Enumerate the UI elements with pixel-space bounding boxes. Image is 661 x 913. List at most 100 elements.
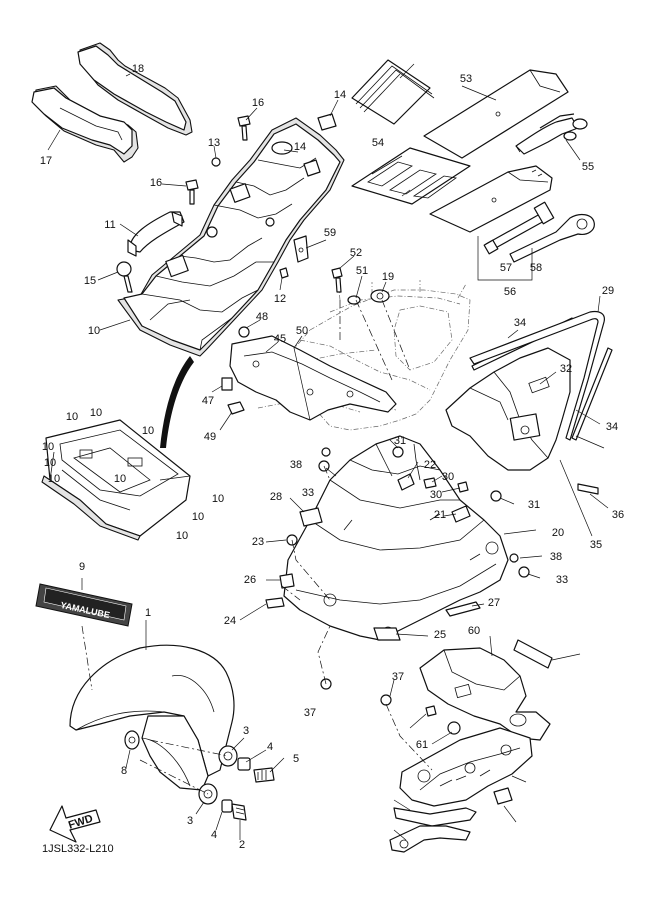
- callout-11: 11: [104, 219, 115, 231]
- callout-52: 59: [324, 227, 336, 239]
- callout-44: 51: [356, 265, 368, 277]
- callout-33-right: 33: [556, 574, 568, 586]
- callout-40: 47: [202, 395, 214, 407]
- fasteners-cowl: [265, 446, 530, 641]
- callout-2: 2: [239, 839, 245, 851]
- callout-38-left: 38: [290, 459, 302, 471]
- callout-19: 19: [382, 271, 394, 283]
- diagram-code: 1JSL332-L210: [42, 843, 114, 855]
- callout-24: 24: [224, 615, 236, 627]
- callout-36: 36: [612, 509, 624, 521]
- callout-9: 10: [142, 425, 154, 437]
- part-49-tool-bag: [429, 165, 553, 233]
- callout-31-top: 31: [394, 435, 406, 447]
- callout-12: 12: [274, 293, 286, 305]
- callout-38-right: 38: [550, 551, 562, 563]
- callout-39: 45: [274, 333, 286, 345]
- part-36-trim: [577, 483, 599, 495]
- part-17-seat-cover: [31, 85, 139, 163]
- callout-8: 10: [88, 325, 100, 337]
- callout-29: 29: [602, 285, 614, 297]
- callout-27: 27: [488, 597, 500, 609]
- callout-26: 26: [244, 574, 256, 586]
- callout-30-b: 30: [430, 489, 442, 501]
- callout-49: 56: [504, 286, 516, 298]
- callout-47: 54: [372, 137, 384, 149]
- part-rear-subframe-bracket: [229, 335, 397, 421]
- part-18-seat-pad: [77, 42, 193, 136]
- callout-35: 35: [590, 539, 602, 551]
- callout-4-upper: 4: [267, 741, 273, 753]
- callout-37-left: 37: [304, 707, 316, 719]
- callout-10-e: 10: [48, 473, 60, 485]
- callout-10-d: 10: [44, 457, 56, 469]
- fasteners-license: [320, 678, 513, 805]
- part-20-seat-cowl: [283, 435, 509, 641]
- callout-50: 57: [500, 262, 512, 274]
- part-61-tray-insert: [351, 147, 471, 205]
- callout-10-b: 10: [90, 407, 102, 419]
- callout-32: 32: [560, 363, 572, 375]
- part-32-tail-cover: [445, 347, 571, 471]
- callout-10-i: 10: [176, 530, 188, 542]
- arrow-8-to-9: [160, 356, 194, 448]
- callout-20: 20: [552, 527, 564, 539]
- part-56-license-bracket: [399, 727, 533, 807]
- callout-labels: 18 17 16 13 14 14 16 11 15 10 59 12 48 4…: [40, 63, 624, 851]
- callout-16-left: 16: [150, 177, 162, 189]
- callout-21: 21: [434, 509, 446, 521]
- part-50-wrench: [483, 201, 555, 255]
- part-9-seat-tray: [41, 419, 191, 541]
- fwd-arrow-icon: FWD: [49, 805, 101, 843]
- callout-30-a: 30: [442, 471, 454, 483]
- callout-17: 17: [40, 155, 52, 167]
- part-48-pliers: [515, 113, 588, 155]
- callout-16-top: 16: [252, 97, 264, 109]
- callout-10-a: 10: [66, 411, 78, 423]
- callout-15: 15: [84, 275, 96, 287]
- callout-10-g: 10: [212, 493, 224, 505]
- part-8-rear-fender-box: [117, 117, 345, 357]
- callout-31-right: 31: [528, 499, 540, 511]
- part-57-reflector-stay: [393, 807, 477, 827]
- part-53-license-bracket-cover: [419, 647, 551, 741]
- callout-5: 5: [293, 753, 299, 765]
- part-58-lower-stay: [389, 825, 471, 853]
- part-47-manual: [351, 59, 435, 125]
- part-1-front-fender: [69, 644, 235, 791]
- callout-10-c: 10: [42, 441, 54, 453]
- callout-42: 49: [204, 431, 216, 443]
- part-29-tail-rail: [469, 310, 605, 441]
- callout-28: 28: [270, 491, 282, 503]
- callout-55: 61: [416, 739, 428, 751]
- callout-14-mid: 14: [294, 141, 306, 153]
- part-7-yamalube-decal: YAMALUBE: [35, 583, 133, 627]
- callout-48: 55: [582, 161, 594, 173]
- callout-34-top: 34: [514, 317, 526, 329]
- callout-41: 48: [256, 311, 268, 323]
- part-54-reflector: [513, 639, 553, 669]
- part-34-stripe-side: [571, 347, 613, 441]
- fwd-label: FWD: [67, 813, 95, 832]
- callout-25: 25: [434, 629, 446, 641]
- part-11-grab-handle: [127, 211, 185, 257]
- callout-3-lower: 3: [187, 815, 193, 827]
- part-46-tool-pouch: [423, 69, 569, 159]
- callout-33-left: 33: [302, 487, 314, 499]
- callout-13: 13: [208, 137, 220, 149]
- leader-lines: [47, 63, 609, 841]
- callout-37-right: 37: [392, 671, 404, 683]
- callout-3-upper: 3: [243, 725, 249, 737]
- callout-18: 18: [132, 63, 144, 75]
- part-51-spanner: [509, 213, 595, 263]
- callout-10-f: 10: [114, 473, 126, 485]
- callout-14-top: 14: [334, 89, 346, 101]
- callout-34-side: 34: [606, 421, 618, 433]
- callout-22: 22: [424, 459, 436, 471]
- callout-10-h: 10: [192, 511, 204, 523]
- callout-23: 23: [252, 536, 264, 548]
- callout-53: 60: [468, 625, 480, 637]
- callout-7: 9: [79, 561, 85, 573]
- callout-51: 58: [530, 262, 542, 274]
